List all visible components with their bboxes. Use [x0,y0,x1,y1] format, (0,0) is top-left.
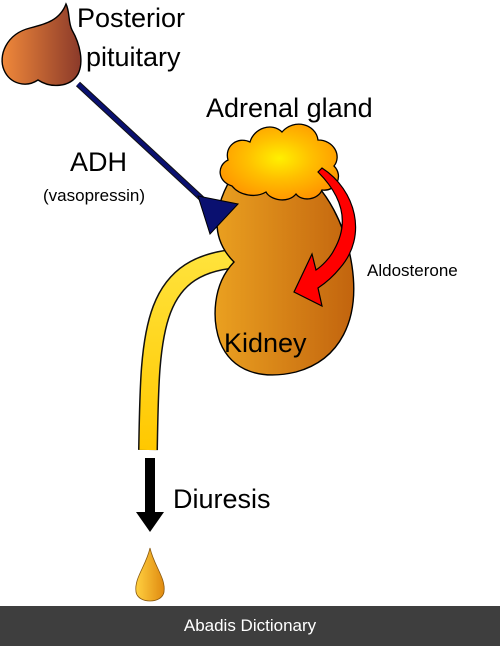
hormone-kidney-diagram [1,2,357,602]
posterior-pituitary-shape [1,2,82,87]
diuresis-arrow [136,458,164,532]
adh-label: ADH [70,147,128,177]
posterior-pituitary-label-line2: pituitary [86,42,181,72]
aldosterone-label: Aldosterone [367,261,458,280]
urine-drop [135,547,165,602]
footer-watermark-bar: Abadis Dictionary [0,606,500,646]
adrenal-gland-label: Adrenal gland [206,93,373,123]
adh-arrow [75,81,239,235]
adrenal-gland-shape [219,123,339,201]
aldosterone-arrow [293,167,357,308]
diuresis-label: Diuresis [173,484,271,514]
posterior-pituitary-label-line1: Posterior [77,3,186,33]
vasopressin-label: (vasopressin) [43,186,146,205]
ureter-fill [139,249,245,451]
footer-text: Abadis Dictionary [183,616,317,635]
kidney-label: Kidney [224,328,307,358]
